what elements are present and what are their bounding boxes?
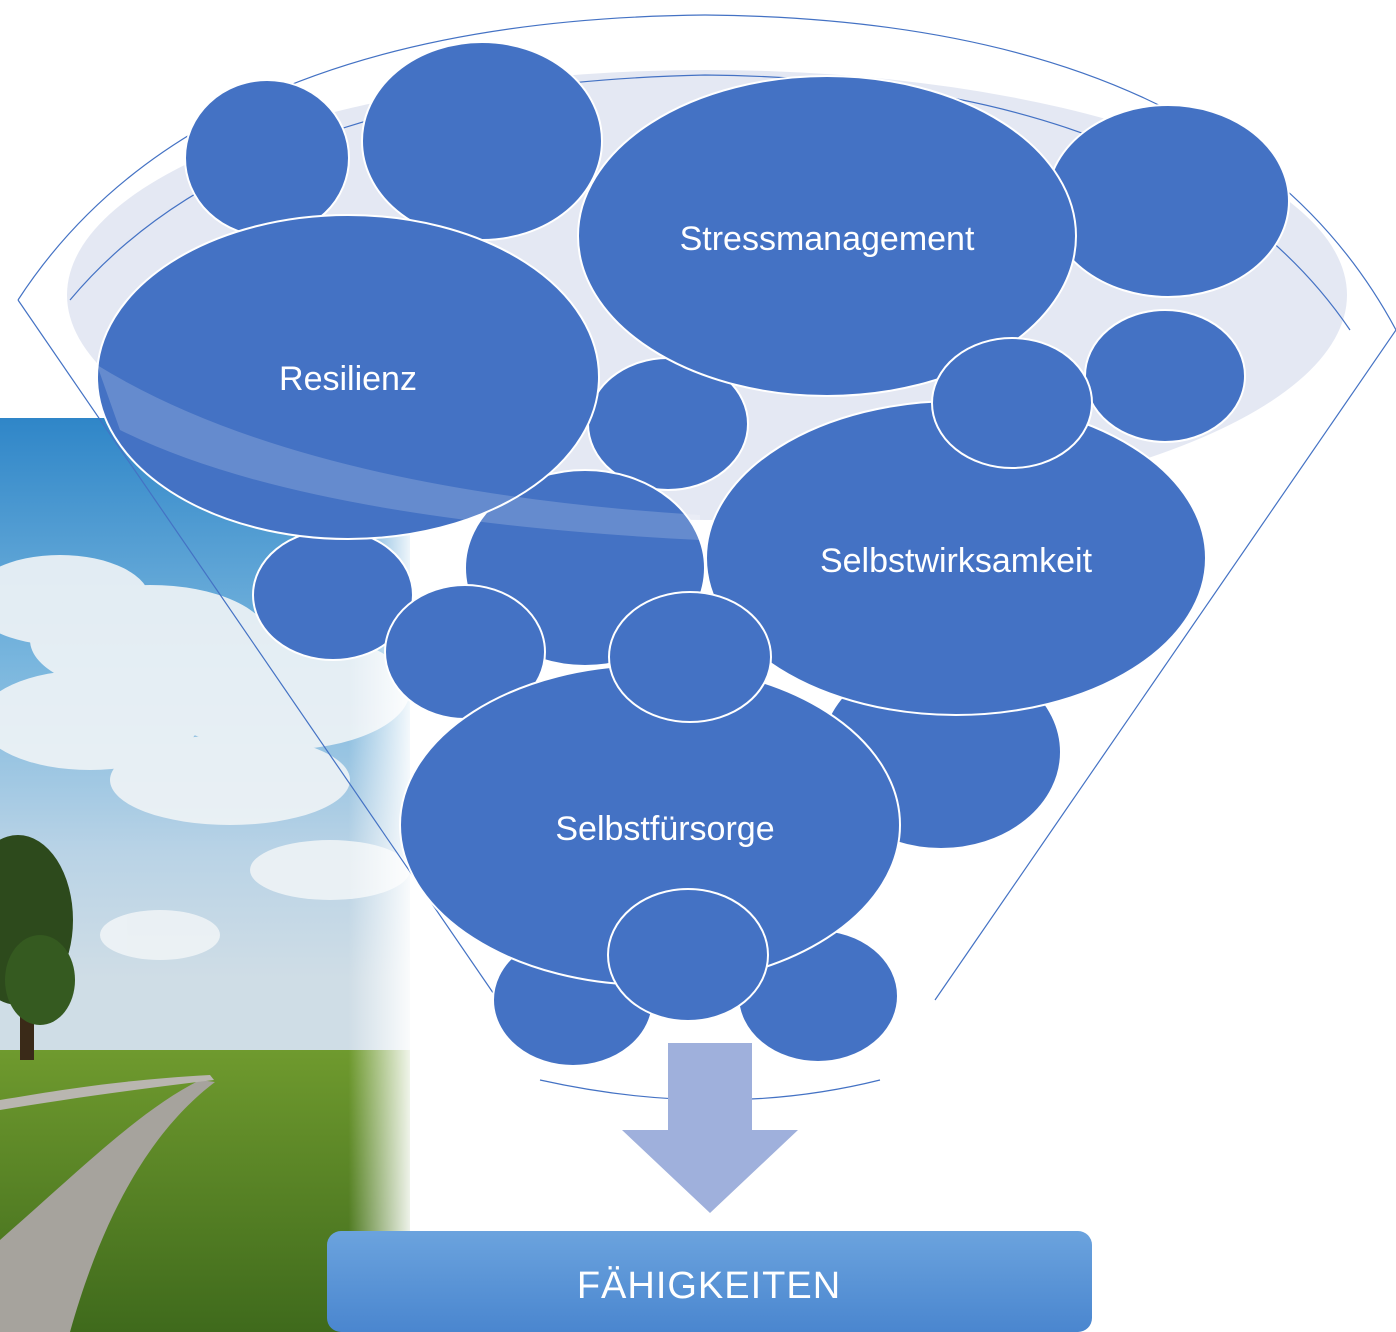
label-selbstwirksamkeit: Selbstwirksamkeit — [820, 542, 1093, 580]
bubble — [607, 888, 769, 1022]
label-stressmanagement: Stressmanagement — [680, 220, 975, 258]
label-resilienz: Resilienz — [279, 360, 417, 398]
result-box: FÄHIGKEITEN — [327, 1231, 1092, 1332]
result-label: FÄHIGKEITEN — [577, 1265, 841, 1307]
bubble — [608, 591, 772, 723]
bubble-selbstfuersorge: Selbstfürsorge — [399, 664, 901, 986]
bubble — [931, 337, 1093, 469]
bubble — [1084, 309, 1246, 443]
arrow-down-icon — [622, 1043, 798, 1213]
label-selbstfuersorge: Selbstfürsorge — [555, 810, 774, 848]
bubble — [1046, 104, 1290, 298]
bubble-stressmanagement: Stressmanagement — [577, 75, 1077, 397]
bubble-resilienz: Resilienz — [96, 214, 600, 540]
bubble — [361, 41, 603, 241]
bubble — [184, 79, 350, 237]
funnel-rim-glaze — [97, 365, 700, 540]
